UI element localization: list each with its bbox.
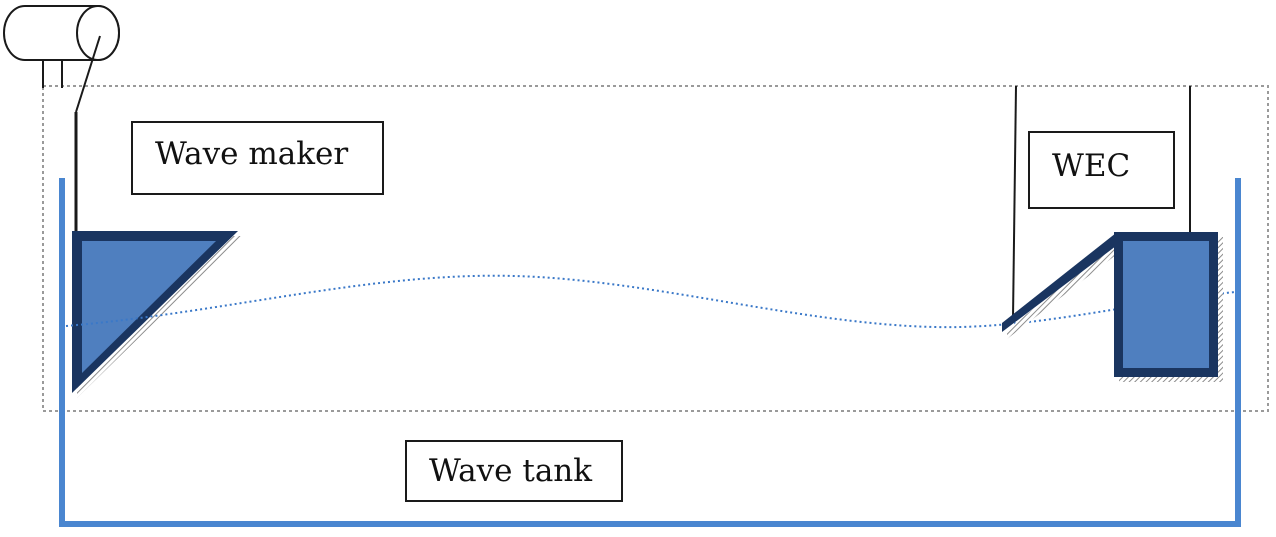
wec-flap: [1002, 233, 1121, 339]
wec-suspension-line-left: [1012, 85, 1017, 319]
dashed-boundary-frame: [42, 85, 1269, 412]
water-surface-line: [65, 274, 1236, 329]
wave-maker-wedge: [72, 231, 243, 398]
cylinder-motor-icon: [3, 5, 120, 113]
wec-label: WEC: [1028, 131, 1175, 209]
wave-tank-label: Wave tank: [405, 440, 623, 502]
wave-tank-walls: [59, 178, 1241, 527]
wave-maker-label: Wave maker: [131, 121, 384, 195]
wec-body: [1114, 232, 1223, 382]
